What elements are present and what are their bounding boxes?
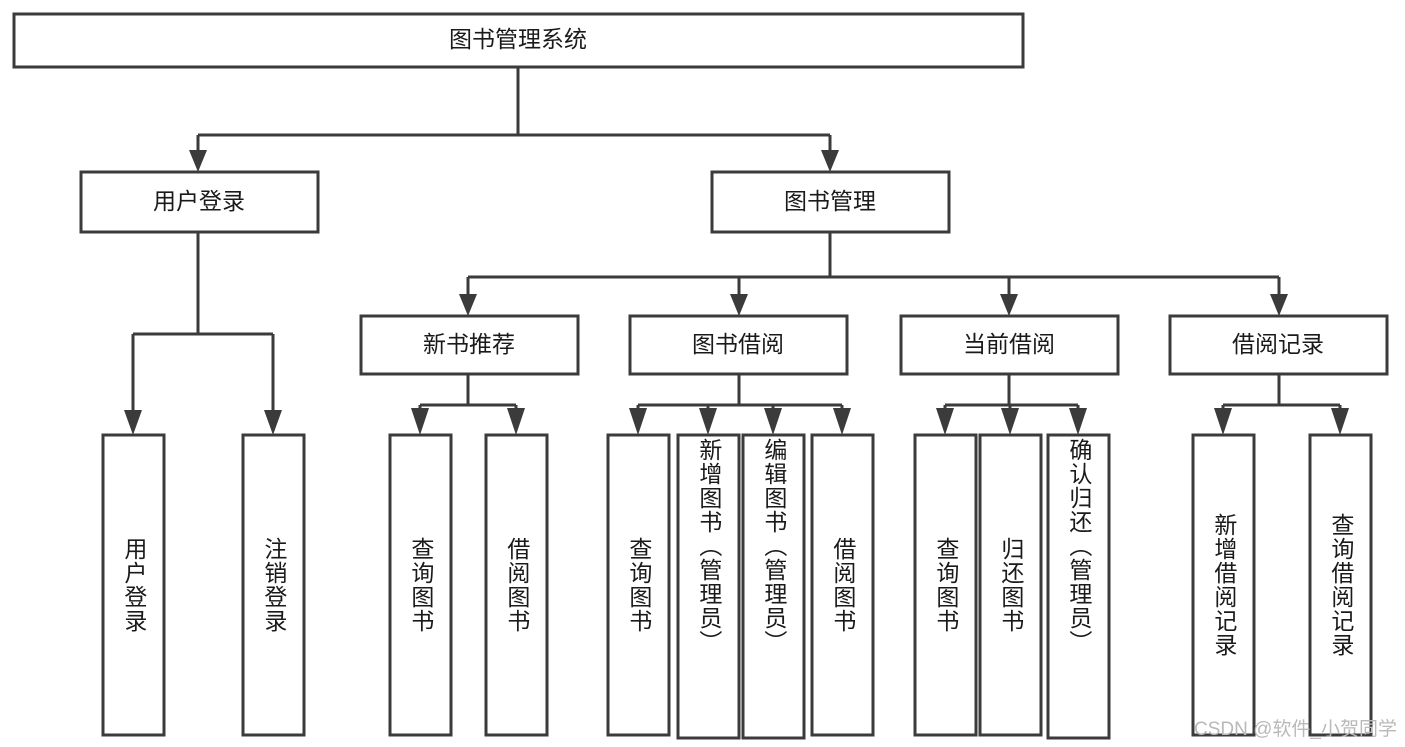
node-user-login-box[interactable] xyxy=(79,170,320,234)
arrowhead-current-borrow xyxy=(1000,294,1018,316)
arrowhead-new-book xyxy=(459,294,477,316)
arrowhead-bookborrow-leaf2 xyxy=(699,408,717,435)
arrowhead-userlogin xyxy=(189,150,207,172)
leaf-box-logout[interactable] xyxy=(241,433,306,737)
node-book-management[interactable]: 图书管理 xyxy=(710,170,951,234)
leaf-box-add-book-admin[interactable] xyxy=(676,433,741,740)
node-root-label: 图书管理系统 xyxy=(449,26,587,52)
node-new-book-recommend-box[interactable] xyxy=(359,314,580,376)
node-current-borrow-box[interactable] xyxy=(899,314,1120,376)
leaf-box-query-book-1[interactable] xyxy=(388,433,453,737)
node-borrow-record-label: 借阅记录 xyxy=(1232,331,1324,357)
node-book-borrow-box[interactable] xyxy=(628,314,849,376)
connector-group-root xyxy=(189,67,839,172)
arrowhead-newbook-leaf2 xyxy=(507,408,525,435)
leaf-box-return-book[interactable] xyxy=(978,433,1043,737)
arrowhead-user-login-leaf xyxy=(124,410,142,435)
leaf-box-query-book-3[interactable] xyxy=(913,433,978,737)
arrowhead-borrow-record xyxy=(1270,294,1288,316)
arrowhead-borrowrecord-leaf2 xyxy=(1331,408,1349,435)
connector-group-bookborrow xyxy=(629,374,851,435)
connector-group-newbook xyxy=(411,374,525,435)
connector-group-bookmgmt xyxy=(459,232,1288,316)
leaf-box-user-login[interactable] xyxy=(101,433,166,737)
arrowhead-currentborrow-leaf3 xyxy=(1069,408,1087,435)
arrowhead-currentborrow-leaf1 xyxy=(936,408,954,435)
arrowhead-bookborrow-leaf3 xyxy=(764,408,782,435)
node-book-borrow-label: 图书借阅 xyxy=(692,331,784,357)
node-current-borrow-label: 当前借阅 xyxy=(963,331,1055,357)
leaf-box-add-borrow-record[interactable] xyxy=(1191,433,1256,737)
node-root[interactable]: 图书管理系统 xyxy=(12,12,1025,69)
node-borrow-record-box[interactable] xyxy=(1168,314,1389,376)
arrowhead-newbook-leaf1 xyxy=(411,408,429,435)
node-new-book-recommend-label: 新书推荐 xyxy=(423,331,515,357)
leaf-box-borrow-book-2[interactable] xyxy=(810,433,875,737)
csdn-watermark: CSDN @软件_小贺同学 xyxy=(1194,719,1397,740)
node-book-borrow[interactable]: 图书借阅 xyxy=(628,314,849,376)
leaf-box-confirm-return-admin[interactable] xyxy=(1046,433,1111,740)
node-book-management-label: 图书管理 xyxy=(784,188,876,214)
arrowhead-bookborrow-leaf1 xyxy=(629,408,647,435)
leaf-box-query-borrow-record[interactable] xyxy=(1308,433,1373,737)
arrowhead-logout-leaf xyxy=(264,410,282,435)
leaf-box-edit-book-admin[interactable] xyxy=(741,433,806,740)
node-user-login-label: 用户登录 xyxy=(153,188,245,214)
leaf-boxes xyxy=(101,433,1373,740)
arrowhead-bookmgmt xyxy=(821,150,839,172)
connector-group-borrowrecord xyxy=(1214,374,1349,435)
leaf-box-borrow-book-1[interactable] xyxy=(484,433,549,737)
connector-group-userlogin xyxy=(124,232,282,435)
arrowhead-bookborrow-leaf4 xyxy=(833,408,851,435)
connector-group-currentborrow xyxy=(936,374,1087,435)
arrowhead-currentborrow-leaf2 xyxy=(1001,408,1019,435)
node-root-box[interactable] xyxy=(12,12,1025,69)
node-new-book-recommend[interactable]: 新书推荐 xyxy=(359,314,580,376)
node-current-borrow[interactable]: 当前借阅 xyxy=(899,314,1120,376)
arrowhead-borrowrecord-leaf1 xyxy=(1214,408,1232,435)
arrowhead-book-borrow xyxy=(730,294,748,316)
leaf-box-query-book-2[interactable] xyxy=(606,433,671,737)
node-borrow-record[interactable]: 借阅记录 xyxy=(1168,314,1389,376)
node-user-login[interactable]: 用户登录 xyxy=(79,170,320,234)
node-book-management-box[interactable] xyxy=(710,170,951,234)
